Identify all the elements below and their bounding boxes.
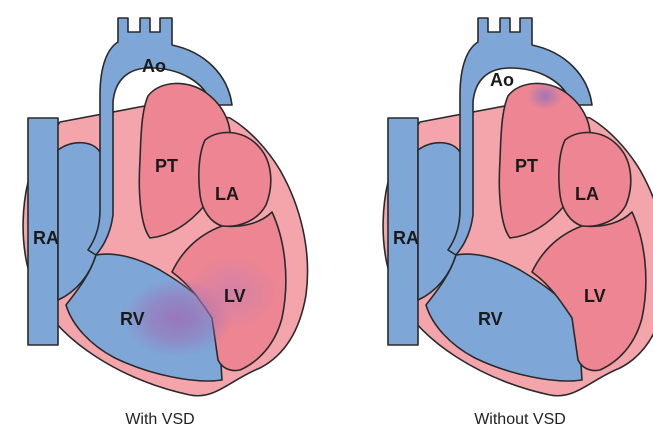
label-pt: PT: [155, 156, 178, 176]
label-ao: Ao: [490, 70, 514, 90]
label-lv: LV: [224, 286, 246, 306]
caption-with-vsd: With VSD: [125, 411, 194, 428]
label-rv: RV: [478, 309, 503, 329]
caption-without-vsd: Without VSD: [474, 411, 566, 428]
panel-with-vsd: Ao PT LA RA RV LV With VSD: [23, 18, 307, 428]
label-ra: RA: [393, 228, 419, 248]
label-pt: PT: [515, 156, 538, 176]
label-ra: RA: [33, 228, 59, 248]
ductus-mixing: [527, 82, 563, 110]
label-ao: Ao: [142, 56, 166, 76]
label-lv: LV: [584, 286, 606, 306]
label-rv: RV: [120, 309, 145, 329]
panel-without-vsd: Ao PT LA RA RV LV Without VSD: [383, 18, 653, 428]
label-la: LA: [575, 184, 599, 204]
label-la: LA: [215, 184, 239, 204]
